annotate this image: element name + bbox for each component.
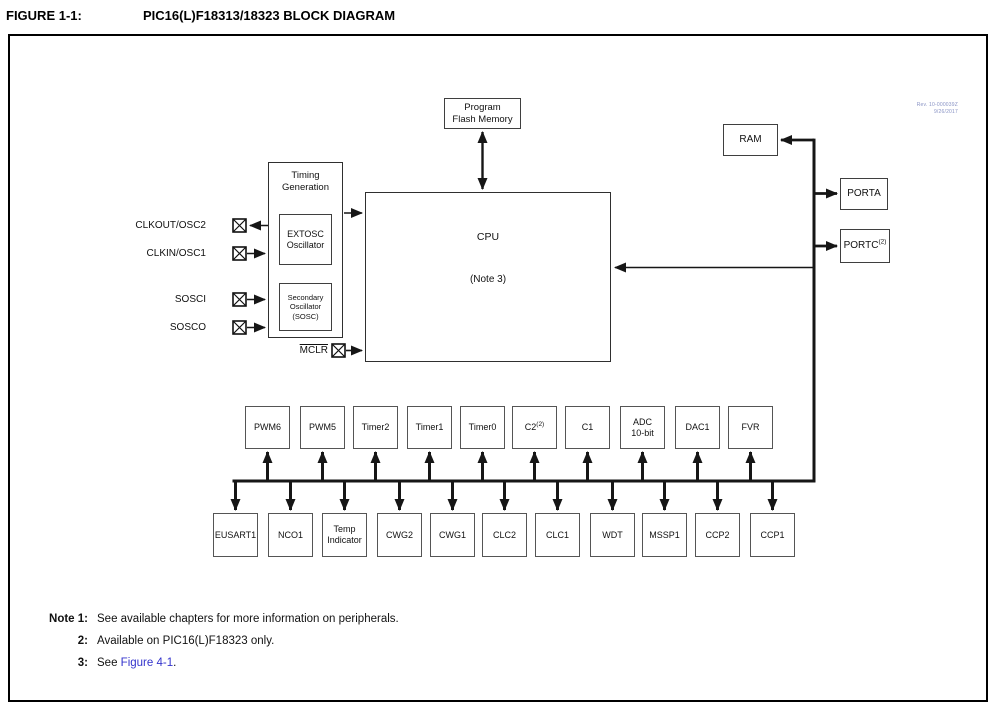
peripheral-dac1: DAC1 <box>675 406 720 449</box>
pin-label-clkout-osc2: CLKOUT/OSC2 <box>135 220 206 231</box>
peripheral-mssp1: MSSP1 <box>642 513 687 557</box>
block-cpu: CPU (Note 3) <box>365 192 611 362</box>
pin-sosco <box>232 320 247 335</box>
note-2: 2: Available on PIC16(L)F18323 only. <box>77 635 275 647</box>
peripheral-clc2: CLC2 <box>482 513 527 557</box>
pin-pad-icon <box>331 343 346 358</box>
pin-pad-icon <box>232 292 247 307</box>
pin-mclr <box>331 343 346 358</box>
pin-clkout-osc2 <box>232 218 247 233</box>
pin-label-sosco: SOSCO <box>169 322 206 333</box>
pin-pad-icon <box>232 246 247 261</box>
diagram-border <box>8 34 988 702</box>
peripheral-timer0: Timer0 <box>460 406 505 449</box>
pin-clkin-osc1 <box>232 246 247 261</box>
pin-label-clkin-osc1: CLKIN/OSC1 <box>146 248 206 259</box>
note-3: 3: See Figure 4-1. <box>77 657 177 669</box>
block-porta: PORTA <box>840 178 888 210</box>
peripheral-ccp2: CCP2 <box>695 513 740 557</box>
block-portc: PORTC(2) <box>840 229 890 263</box>
peripheral-cwg2: CWG2 <box>377 513 422 557</box>
figure-number: FIGURE 1-1: <box>6 8 82 23</box>
peripheral-nco1: NCO1 <box>268 513 313 557</box>
rev-date: 9/26/2017 <box>933 108 958 115</box>
block-ram: RAM <box>723 124 778 156</box>
peripheral-timer1: Timer1 <box>407 406 452 449</box>
figure-4-1-link[interactable]: Figure 4-1 <box>120 657 174 669</box>
peripheral-pwm5: PWM5 <box>300 406 345 449</box>
pin-label-mclr: MCLR <box>299 345 328 356</box>
peripheral-temp-indicator: Temp Indicator <box>322 513 367 557</box>
cpu-label: CPU <box>476 231 500 243</box>
notes: Note 1: See available chapters for more … <box>40 613 399 679</box>
note-1: Note 1: See available chapters for more … <box>49 613 399 625</box>
peripheral-cwg1: CWG1 <box>430 513 475 557</box>
pin-pad-icon <box>232 320 247 335</box>
peripheral-c2: C2(2) <box>512 406 557 449</box>
peripheral-wdt: WDT <box>590 513 635 557</box>
peripheral-fvr: FVR <box>728 406 773 449</box>
cpu-note-ref: (Note 3) <box>469 273 507 285</box>
peripheral-c1: C1 <box>565 406 610 449</box>
peripheral-ccp1: CCP1 <box>750 513 795 557</box>
rev-note: Rev. 10-000039Z 9/26/2017 <box>848 102 958 115</box>
figure-title: PIC16(L)F18313/18323 BLOCK DIAGRAM <box>143 8 396 23</box>
peripheral-pwm6: PWM6 <box>245 406 290 449</box>
block-extosc-oscillator: EXTOSC Oscillator <box>279 214 332 265</box>
rev-number: Rev. 10-000039Z <box>916 102 958 108</box>
pin-pad-icon <box>232 218 247 233</box>
peripheral-adc-10-bit: ADC 10-bit <box>620 406 665 449</box>
block-program-flash-memory: Program Flash Memory <box>444 98 521 129</box>
peripheral-timer2: Timer2 <box>353 406 398 449</box>
pin-sosci <box>232 292 247 307</box>
figure-caption: FIGURE 1-1: PIC16(L)F18313/18323 BLOCK D… <box>6 8 395 23</box>
pin-label-sosci: SOSCI <box>174 294 206 305</box>
peripheral-clc1: CLC1 <box>535 513 580 557</box>
peripheral-eusart1: EUSART1 <box>213 513 258 557</box>
block-secondary-oscillator: Secondary Oscillator (SOSC) <box>279 283 332 331</box>
